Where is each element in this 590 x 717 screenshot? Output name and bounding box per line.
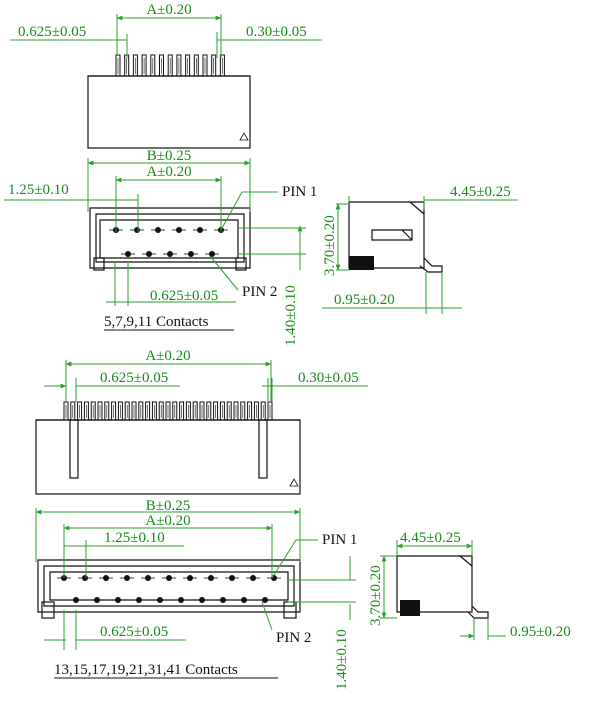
dim-a-label: A±0.20 bbox=[145, 348, 190, 364]
dim-pitch-label: 0.625±0.05 bbox=[100, 370, 168, 386]
contact-dots bbox=[57, 575, 281, 603]
pin1-label: PIN 1 bbox=[282, 184, 317, 200]
dim-b-label: B±0.25 bbox=[146, 498, 191, 514]
contact-pins bbox=[63, 401, 273, 421]
dim-offset-label: 1.25±0.10 bbox=[8, 182, 69, 198]
contact-pin bbox=[192, 401, 198, 421]
contact-pin bbox=[145, 401, 151, 421]
contact-pin bbox=[253, 401, 259, 421]
dim-a2-label: A±0.20 bbox=[146, 164, 191, 180]
dim-height-label: 1.40±0.10 bbox=[334, 629, 350, 690]
dim-b-label: B±0.25 bbox=[147, 148, 192, 164]
side-foot-label: 0.95±0.20 bbox=[510, 624, 571, 640]
dim-a2-label: A±0.20 bbox=[145, 513, 190, 529]
contact-pin bbox=[176, 54, 182, 77]
pin1-marker bbox=[239, 132, 249, 141]
pin2-label: PIN 2 bbox=[242, 284, 277, 300]
contact-pin bbox=[117, 401, 123, 421]
dim-pitch2-label: 0.625±0.05 bbox=[150, 288, 218, 304]
contact-pin bbox=[240, 401, 246, 421]
contact-pin bbox=[211, 54, 217, 77]
dim-pin-width-label: 0.30±0.05 bbox=[298, 370, 359, 386]
side-width-label: 4.45±0.25 bbox=[450, 184, 511, 200]
contact-dots bbox=[109, 227, 228, 257]
dim-pitch2-label: 0.625±0.05 bbox=[100, 624, 168, 640]
side-view-connector-large bbox=[396, 555, 489, 619]
side-height-label: 3.70±0.20 bbox=[322, 215, 338, 276]
contact-pin bbox=[158, 401, 164, 421]
top-view-connector-large bbox=[35, 401, 301, 495]
contact-pin bbox=[167, 54, 173, 77]
side-width-label: 4.45±0.25 bbox=[400, 530, 461, 546]
contact-pins bbox=[115, 54, 225, 77]
contact-pin bbox=[83, 401, 89, 421]
contact-pin bbox=[159, 54, 164, 77]
top-set: A±0.20 0.625±0.05 0.30±0.05 B±0.25 A±0.2… bbox=[4, 2, 518, 346]
contact-pin bbox=[179, 401, 185, 421]
contact-pin bbox=[219, 401, 225, 421]
contact-pin bbox=[141, 54, 147, 77]
contact-pin bbox=[172, 401, 178, 421]
contact-pin bbox=[247, 401, 253, 421]
side-foot-label: 0.95±0.20 bbox=[334, 292, 395, 308]
dim-pin-width-label: 0.30±0.05 bbox=[246, 24, 307, 40]
dim-height-label: 1.40±0.10 bbox=[283, 285, 299, 346]
pin1-marker bbox=[289, 478, 299, 487]
contact-pin bbox=[193, 54, 199, 77]
bottom-set: A±0.20 0.625±0.05 0.30±0.05 B±0.25 A±0.2… bbox=[35, 348, 571, 690]
contact-pin bbox=[185, 54, 191, 77]
dim-offset-label: 1.25±0.10 bbox=[104, 530, 165, 546]
contact-pin bbox=[97, 401, 103, 421]
contact-pin bbox=[185, 401, 191, 421]
pin2-label: PIN 2 bbox=[276, 630, 311, 646]
front-view-connector-large bbox=[37, 559, 301, 619]
contact-pin bbox=[206, 401, 212, 421]
contact-pin bbox=[199, 401, 205, 421]
caption-bottom: 13,15,17,19,21,31,41 Contacts bbox=[54, 662, 238, 678]
contact-pin bbox=[213, 401, 219, 421]
contact-pin bbox=[226, 401, 232, 421]
top-view-connector bbox=[87, 54, 251, 149]
caption-top: 5,7,9,11 Contacts bbox=[104, 314, 209, 330]
contact-pin bbox=[165, 401, 171, 421]
contact-pin bbox=[115, 54, 121, 77]
contact-pin bbox=[77, 401, 83, 421]
contact-pin bbox=[202, 54, 208, 77]
contact-pin bbox=[132, 54, 138, 77]
contact-pin bbox=[151, 401, 157, 421]
dim-pitch-label: 0.625±0.05 bbox=[18, 24, 86, 40]
side-view-connector bbox=[348, 201, 443, 273]
pin1-label: PIN 1 bbox=[322, 532, 357, 548]
front-view-connector bbox=[89, 207, 251, 271]
contact-pin bbox=[233, 401, 239, 421]
dim-a-label: A±0.20 bbox=[146, 2, 191, 18]
contact-pin bbox=[90, 401, 96, 421]
contact-pin bbox=[124, 401, 130, 421]
contact-pin bbox=[219, 54, 225, 77]
contact-pin bbox=[138, 401, 144, 421]
side-height-label: 3.70±0.20 bbox=[368, 565, 384, 626]
contact-pin bbox=[267, 401, 273, 421]
contact-pin bbox=[131, 401, 137, 421]
contact-pin bbox=[111, 401, 117, 421]
contact-pin bbox=[150, 54, 156, 77]
contact-pin bbox=[104, 401, 110, 421]
